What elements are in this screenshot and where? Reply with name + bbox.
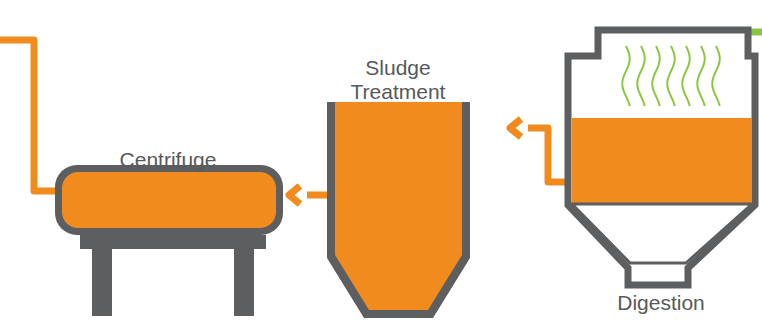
vessel-label: Digestion bbox=[581, 291, 741, 315]
flow-pipe bbox=[289, 186, 327, 204]
vessel-node: Sludge Treatment bbox=[322, 52, 474, 322]
digester-sludge bbox=[572, 118, 752, 204]
gas-wave bbox=[637, 46, 644, 106]
centrifuge-base bbox=[80, 235, 266, 249]
gas-wave bbox=[622, 46, 629, 106]
digester-wall bbox=[568, 30, 755, 285]
vessel-shape bbox=[560, 0, 762, 326]
gas-wave bbox=[652, 46, 659, 106]
gas-wave bbox=[667, 46, 674, 106]
digester-cone bbox=[572, 204, 752, 263]
vessel-node: Centrifuge bbox=[48, 145, 288, 320]
centrifuge-leg bbox=[234, 249, 254, 316]
centrifuge-housing bbox=[55, 165, 283, 235]
vessel-node: Digestion bbox=[560, 0, 762, 326]
vessel-shape bbox=[48, 145, 288, 320]
gas-wave bbox=[712, 46, 719, 106]
gas-wave bbox=[682, 46, 689, 106]
centrifuge-leg bbox=[92, 249, 112, 316]
vessel-label: Centrifuge bbox=[68, 148, 268, 172]
centrifuge-drum bbox=[62, 172, 276, 228]
inlet-pipe bbox=[0, 40, 58, 191]
vessel-label: Sludge Treatment bbox=[333, 56, 463, 104]
tank-sludge bbox=[335, 102, 462, 310]
flow-pipe bbox=[510, 119, 568, 182]
tank-wall bbox=[327, 102, 470, 318]
gas-wave bbox=[697, 46, 704, 106]
